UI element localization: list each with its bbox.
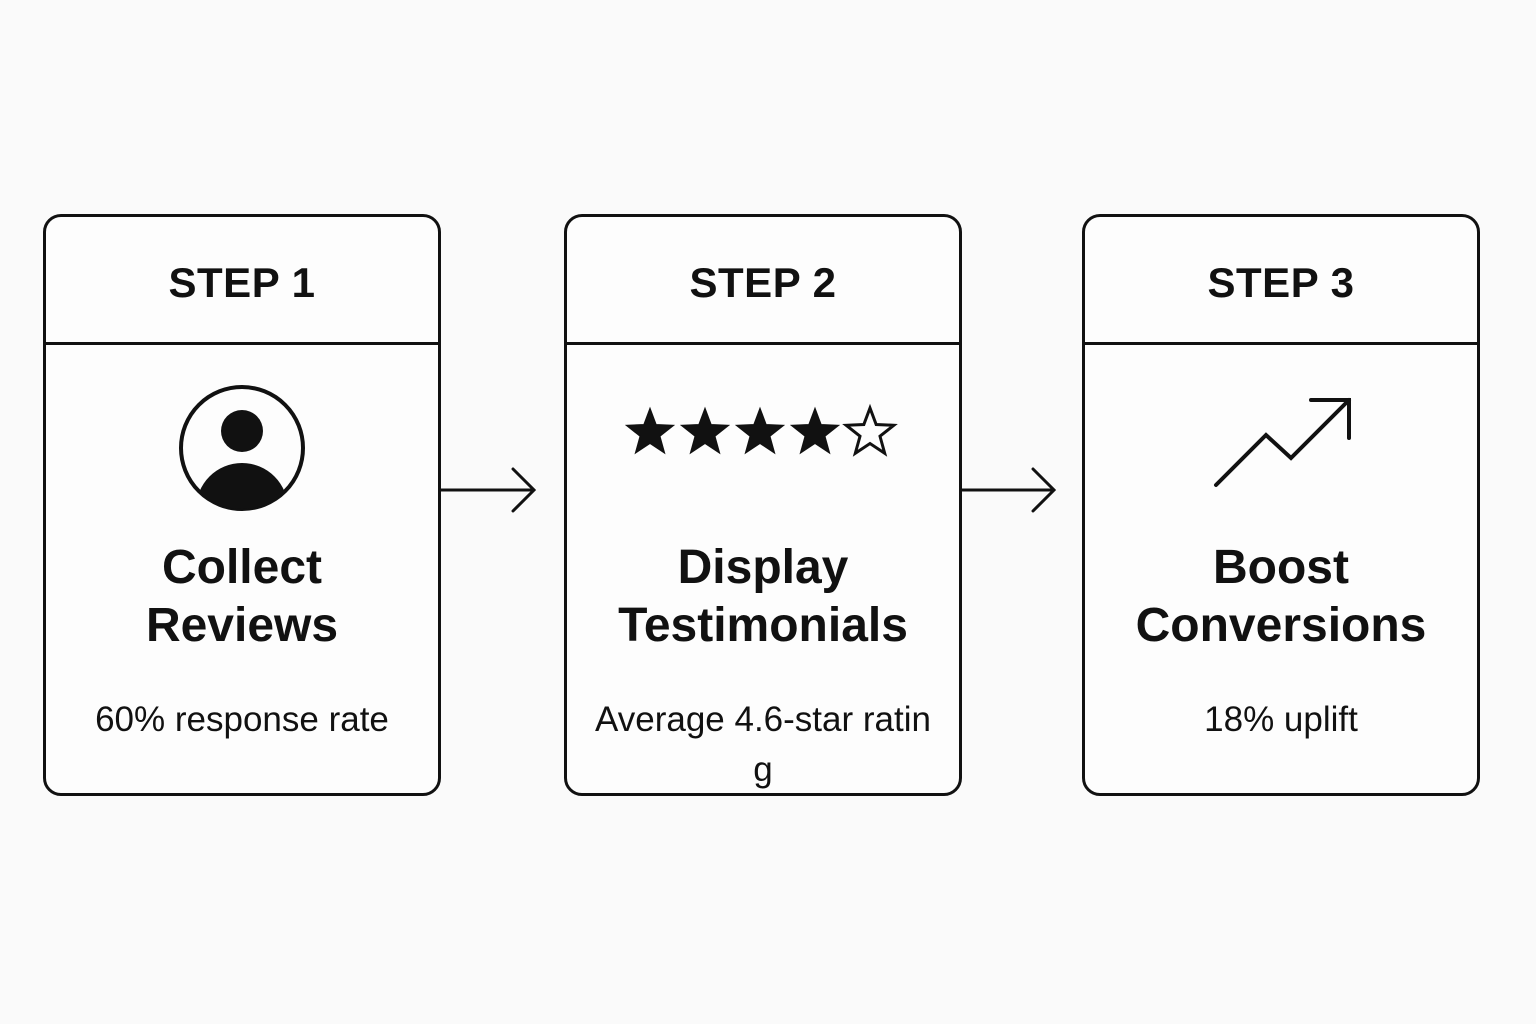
step-title-line: Reviews (145, 599, 339, 652)
star-empty-icon (842, 403, 898, 457)
step-header: STEP 2 (567, 217, 959, 345)
trending-up-icon (1214, 398, 1351, 487)
step-title: Collect Reviews (46, 539, 438, 655)
star-filled-icon (679, 406, 731, 455)
step-title-line: Collect (161, 541, 323, 594)
step-title-line: Testimonials (618, 599, 908, 652)
step-label: STEP 2 (689, 258, 837, 306)
step-stat: 60% response rate (95, 700, 389, 739)
step-card-1: STEP 1 Collect Reviews 60% response rate (43, 214, 441, 796)
arrow-right-icon (441, 467, 537, 513)
step-title: Boost Conversions (1085, 539, 1477, 655)
step-stat: 18% uplift (1204, 700, 1358, 739)
star-filled-icon (789, 406, 841, 455)
step-title-line: Conversions (1135, 599, 1427, 652)
step-card-2: STEP 2 Display Testimonials Average 4.6-… (564, 214, 962, 796)
step-title-line: Display (677, 541, 849, 594)
step-label: STEP 3 (1207, 258, 1355, 306)
star-filled-icon (734, 406, 786, 455)
step-header: STEP 3 (1085, 217, 1477, 345)
step-card-3: STEP 3 Boost Conversions 18% uplift (1082, 214, 1480, 796)
user-avatar-icon (179, 385, 305, 511)
arrow-right-icon (962, 467, 1057, 513)
step-title: Display Testimonials (567, 539, 959, 655)
star-rating-icon (624, 403, 898, 457)
step-stat: Average 4.6-star rating (595, 700, 931, 789)
step-header: STEP 1 (46, 217, 438, 345)
step-title-line: Boost (1213, 541, 1349, 594)
step-label: STEP 1 (168, 258, 316, 306)
star-filled-icon (624, 406, 676, 455)
